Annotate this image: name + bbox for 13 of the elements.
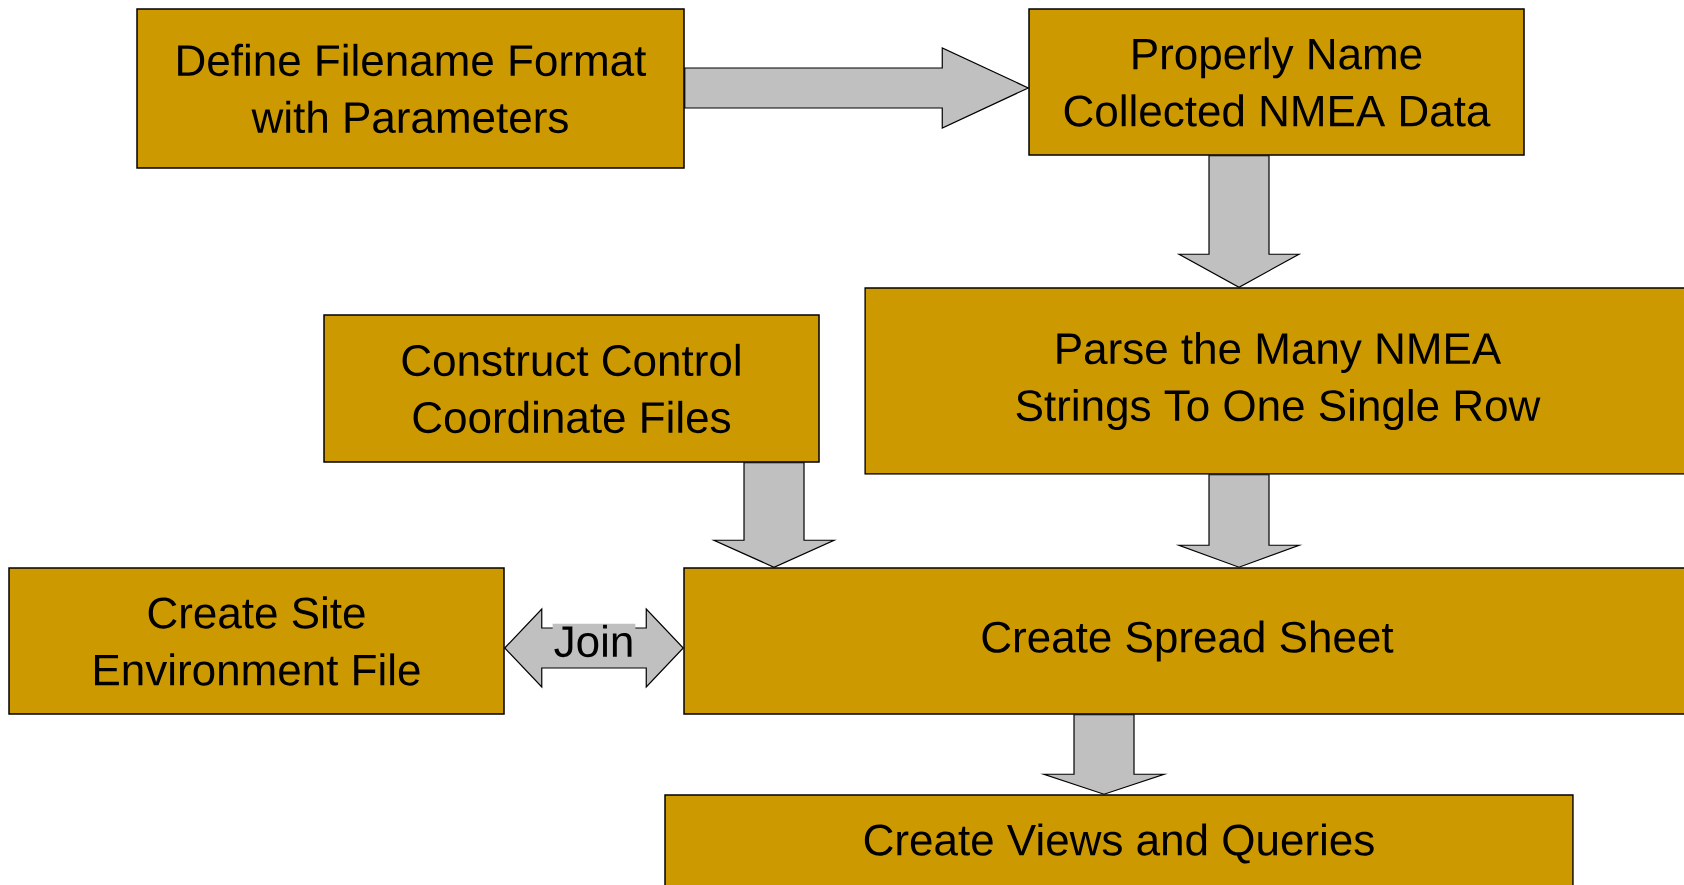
block-arrow — [711, 462, 837, 568]
process-box: Create Site Environment File — [8, 567, 505, 715]
block-arrow — [1176, 155, 1302, 288]
block-arrow — [684, 47, 1030, 129]
process-box: Parse the Many NMEA Strings To One Single Row — [864, 287, 1684, 475]
block-arrow — [1175, 474, 1303, 568]
process-box: Define Filename Format with Parameters — [136, 8, 685, 169]
block-arrow — [1040, 714, 1168, 795]
process-box: Construct Control Coordinate Files — [323, 314, 820, 463]
process-box: Create Views and Queries — [664, 794, 1574, 885]
process-box: Create Spread Sheet — [683, 567, 1684, 715]
edge-label: Join — [552, 623, 636, 659]
process-box: Properly Name Collected NMEA Data — [1028, 8, 1525, 156]
